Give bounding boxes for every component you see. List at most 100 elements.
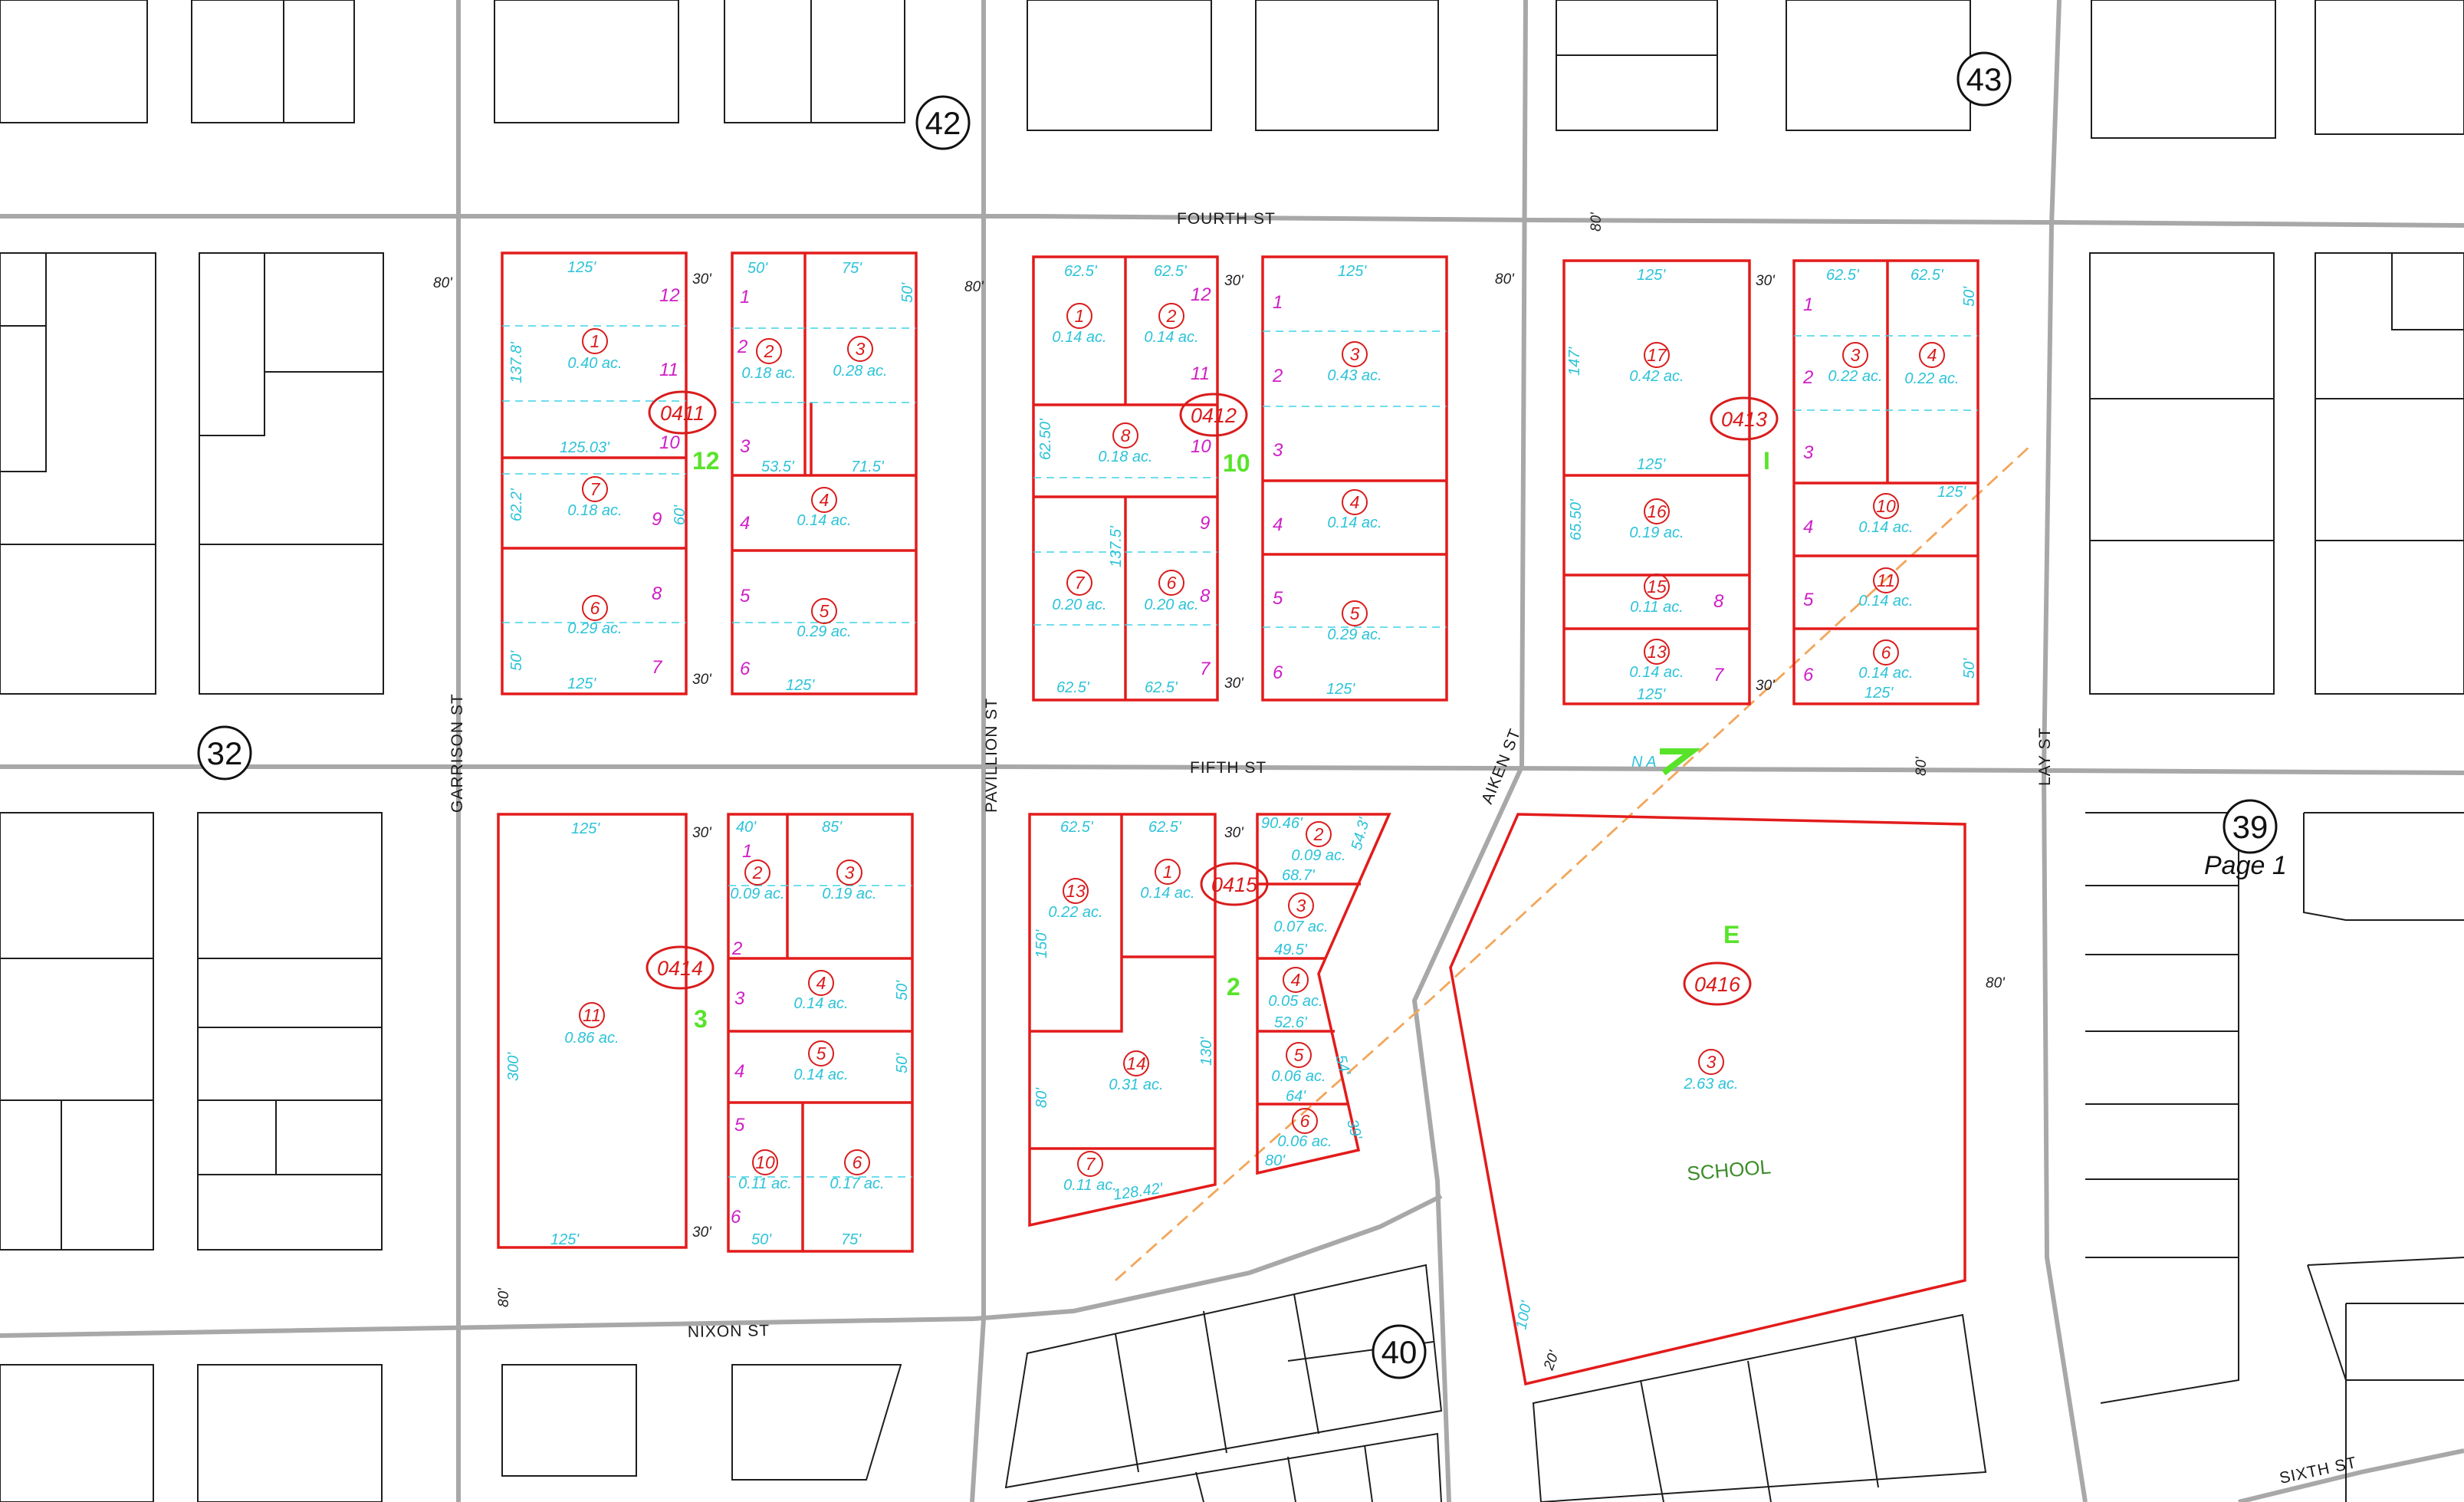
- dimension: 125': [550, 1231, 580, 1248]
- lot-circles: [579, 303, 1945, 1177]
- dimension: 137.8': [508, 341, 525, 383]
- dimension: 62.50': [1037, 418, 1054, 460]
- dimension: 80': [1033, 1087, 1050, 1108]
- block-0413: [1562, 259, 1979, 705]
- width-label: 30': [1756, 273, 1776, 289]
- dimension: 125': [1637, 267, 1666, 284]
- sub-lot-number: 1: [1803, 294, 1813, 315]
- block-0416: [1449, 813, 1966, 1386]
- block-num-10: 10: [1223, 449, 1250, 477]
- sub-lot-number: 3: [734, 988, 745, 1009]
- dimension: 50': [894, 1053, 911, 1073]
- dimension: 50': [899, 282, 916, 303]
- lot-number: 4: [1350, 492, 1360, 512]
- lot-number: 10: [1876, 496, 1896, 516]
- dimension: 54.3': [1349, 815, 1374, 852]
- sub-lot-number: 1: [1273, 292, 1283, 313]
- sub-lot-number: 4: [740, 513, 750, 534]
- lot-number: 13: [1647, 642, 1667, 662]
- fifth-st-label: FIFTH ST: [1190, 759, 1266, 777]
- width-label: 30': [1224, 825, 1244, 841]
- acreage: 0.14 ac.: [1858, 519, 1913, 536]
- sub-lot-number: 1: [742, 841, 752, 862]
- acreage: 0.07 ac.: [1273, 919, 1328, 935]
- dimension: 125': [567, 259, 596, 276]
- dimension: 90.46': [1261, 815, 1303, 832]
- lot-number: 6: [1300, 1111, 1310, 1131]
- dimension: 64': [1286, 1088, 1306, 1105]
- lot-number: 14: [1126, 1053, 1146, 1073]
- lot-number: 7: [1075, 573, 1086, 593]
- lot-number: 3: [1851, 345, 1861, 365]
- sub-lot-number: 8: [1713, 591, 1724, 612]
- lot-number: 13: [1066, 881, 1086, 901]
- lot-number: 2: [1313, 824, 1324, 844]
- school-label: SCHOOL: [1686, 1155, 1772, 1185]
- lot-number: 17: [1647, 345, 1667, 365]
- dimension: 65.50': [1568, 498, 1585, 541]
- sub-lot-number: 12: [659, 285, 680, 306]
- sub-lot-number: 3: [1273, 440, 1283, 461]
- sub-lot-number: 7: [1713, 665, 1725, 685]
- sub-lot-number: 2: [737, 337, 747, 357]
- sub-lot-number: 9: [652, 509, 662, 530]
- sub-lot-number: 6: [731, 1207, 741, 1228]
- sub-lot-number: 4: [1803, 517, 1813, 537]
- sub-lot-number: 10: [1191, 436, 1211, 457]
- sub-lot-number: 8: [1200, 586, 1211, 606]
- lot-number: 7: [1086, 1154, 1096, 1174]
- acreage: 0.22 ac.: [1828, 368, 1882, 385]
- block-num-3: 3: [694, 1005, 708, 1033]
- acreage: 0.42 ac.: [1629, 368, 1684, 385]
- width-label: 80': [433, 275, 453, 291]
- sub-lot-number: 5: [740, 586, 751, 606]
- sub-lot-number: 3: [740, 436, 751, 457]
- dimension: 75': [841, 1231, 862, 1248]
- dimension: 62.5': [1910, 267, 1944, 284]
- sub-lot-number: 9: [1200, 513, 1210, 534]
- acreage: 0.40 ac.: [567, 355, 622, 372]
- code-0411: 0411: [660, 402, 705, 425]
- block-num-12: 12: [692, 447, 720, 475]
- lot-number: 5: [816, 1044, 826, 1063]
- acreage: 0.11 ac.: [738, 1175, 792, 1192]
- fourth-st-label: FOURTH ST: [1177, 210, 1276, 228]
- dimension: 50': [747, 260, 768, 277]
- dimension: 125': [1637, 686, 1666, 703]
- page-ref-42: 42: [925, 105, 961, 141]
- page-1-label: Page 1: [2204, 851, 2287, 880]
- acreage: 0.86 ac.: [564, 1030, 619, 1047]
- dimension: 130': [1198, 1037, 1215, 1066]
- dimension: 125': [1864, 685, 1894, 702]
- dimension: 75': [842, 260, 862, 277]
- north-arrow-label: N A: [1631, 754, 1657, 771]
- dimension: 125': [571, 820, 600, 837]
- acreage: 0.06 ac.: [1277, 1133, 1332, 1150]
- code-0416: 0416: [1694, 973, 1741, 996]
- block-0415: [1028, 813, 1391, 1228]
- code-0414: 0414: [657, 957, 703, 980]
- lot-number: 2: [752, 863, 763, 882]
- dimension: 53.5': [761, 458, 795, 475]
- garrison-st-label: GARRISON ST: [448, 693, 466, 813]
- acreage: 0.09 ac.: [1291, 847, 1345, 864]
- dimension: 128.42': [1112, 1180, 1165, 1204]
- lot-number: 1: [1163, 862, 1173, 882]
- sub-lot-number: 4: [734, 1061, 744, 1082]
- acreage: 0.11 ac.: [1063, 1177, 1117, 1194]
- acreage: 0.14 ac.: [797, 512, 851, 529]
- block-num-e: E: [1723, 921, 1740, 948]
- acreage: 0.28 ac.: [833, 363, 887, 380]
- block-numbers: 12 10 I 3 2 E: [692, 447, 1770, 1033]
- dimension: 125': [1338, 263, 1367, 280]
- lot-number: 7: [590, 479, 601, 499]
- sub-lot-numbers: 12 11 10 9 8 7 1 2 3 4 5 6 12 11 10 9 8 …: [652, 284, 1814, 1228]
- dimension: 137.5': [1108, 525, 1125, 567]
- acreage: 0.20 ac.: [1052, 597, 1106, 613]
- dimension: 50': [1961, 658, 1978, 679]
- lot-number: 5: [820, 601, 830, 621]
- north-arrow: N A: [1631, 748, 1701, 776]
- dimension: 52.6': [1274, 1014, 1308, 1031]
- sub-lot-number: 5: [1273, 588, 1283, 609]
